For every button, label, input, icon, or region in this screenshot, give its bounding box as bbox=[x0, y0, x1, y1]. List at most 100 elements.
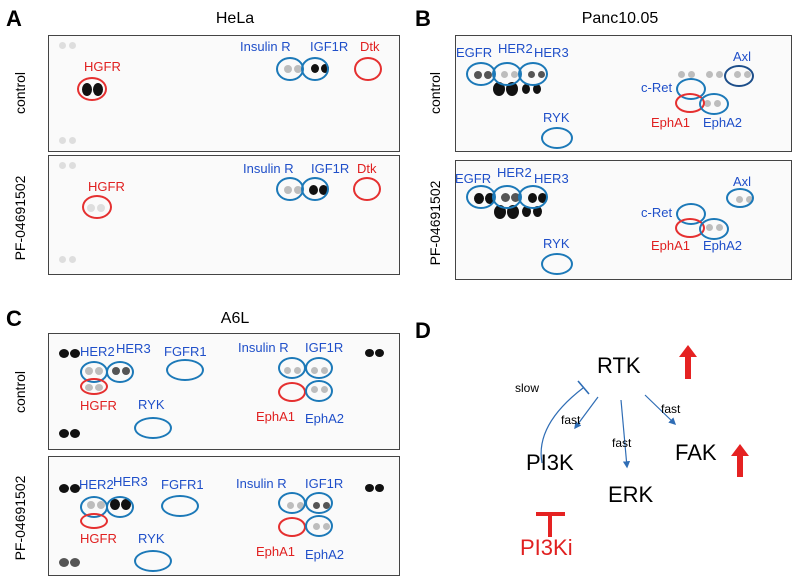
panel-c-treated-fgfr1-ring bbox=[161, 495, 199, 517]
panel-c-control-hgfr-ring bbox=[80, 378, 108, 395]
panel-c-treated-epha2-label: EphA2 bbox=[305, 547, 345, 562]
panel-a-treated-blot bbox=[48, 155, 400, 275]
panel-a-row-label-treated: PF-04691502 bbox=[12, 175, 28, 261]
edge-label-fast-erk: fast bbox=[612, 436, 632, 450]
panel-c-control-hgfr-label: HGFR bbox=[80, 398, 117, 413]
panel-a-letter: A bbox=[6, 6, 22, 31]
panel-a-control-dtk-ring bbox=[354, 57, 382, 81]
panel-c-treated-epha1-label: EphA1 bbox=[256, 544, 296, 559]
panel-a-control-dtk-label: Dtk bbox=[360, 39, 380, 54]
panel-c-treated-insulin-r-ring bbox=[278, 492, 306, 514]
panel-c-title: A6L bbox=[220, 310, 250, 327]
panel-b-letter: B bbox=[415, 6, 431, 31]
panel-c-treated-igf1r-label: IGF1R bbox=[305, 476, 344, 491]
panel-b-treated-axl-ring bbox=[726, 188, 754, 208]
panel-c-treated-hgfr-ring bbox=[80, 513, 108, 529]
panel-c-control-epha2-label: EphA2 bbox=[305, 411, 345, 426]
panel-a-control-hgfr-label: HGFR bbox=[84, 59, 121, 74]
panel-c-treated-ryk-label: RYK bbox=[138, 531, 165, 546]
fak-up-arrow bbox=[731, 444, 749, 477]
panel-c-row-label-control: control bbox=[12, 370, 28, 414]
panel-c-letter: C bbox=[6, 306, 22, 331]
panel-c-control-insulin-r-label: Insulin R bbox=[238, 340, 289, 355]
panel-b-treated-her3-ring bbox=[518, 185, 548, 209]
panel-a-treated-hgfr-ring bbox=[82, 195, 112, 219]
panel-b-row-label-treated: PF-04691502 bbox=[427, 180, 443, 266]
panel-b-treated-epha1-label: EphA1 bbox=[651, 238, 691, 253]
panel-b-control-her2-label: HER2 bbox=[498, 41, 533, 56]
panel-c-control-her2-label: HER2 bbox=[80, 344, 115, 359]
panel-d-letter: D bbox=[415, 318, 431, 343]
panel-b-control-her3-label: HER3 bbox=[534, 45, 569, 60]
pi3ki-node: PI3Ki bbox=[520, 535, 573, 560]
panel-c-control-her3-label: HER3 bbox=[116, 341, 151, 356]
erk-node: ERK bbox=[608, 482, 654, 507]
panel-a-control-blot bbox=[48, 35, 400, 152]
fak-node: FAK bbox=[675, 440, 717, 465]
panel-c-treated-her2-label: HER2 bbox=[79, 477, 114, 492]
panel-b-treated-ryk-ring bbox=[541, 253, 573, 275]
panel-b-treated-her2-label: HER2 bbox=[497, 165, 532, 180]
panel-c-control-fgfr1-ring bbox=[166, 359, 204, 381]
panel-c-treated-her3-label: HER3 bbox=[113, 474, 148, 489]
panel-c-control-igf1r-ring bbox=[305, 357, 333, 379]
panel-b-treated-epha2-label: EphA2 bbox=[703, 238, 743, 253]
panel-a-treated-dtk-label: Dtk bbox=[357, 161, 377, 176]
panel-b-treated-epha2-ring bbox=[699, 218, 729, 240]
panel-c-control-ryk-ring bbox=[134, 417, 172, 439]
panel-a-control-igf1r-label: IGF1R bbox=[310, 39, 349, 54]
panel-a-treated-insulin-r-ring bbox=[276, 177, 304, 201]
arrow-rtk-to-pi3k bbox=[574, 396, 599, 430]
panel-c-treated-epha2-ring bbox=[305, 515, 333, 537]
panel-c-treated-blot bbox=[48, 456, 400, 576]
panel-c-control-fgfr1-label: FGFR1 bbox=[164, 344, 207, 359]
panel-a-treated-igf1r-label: IGF1R bbox=[311, 161, 350, 176]
panel-c-control-insulin-r-ring bbox=[278, 357, 306, 379]
panel-a-title: HeLa bbox=[215, 10, 255, 27]
panel-a-row-label-control: control bbox=[12, 71, 28, 115]
panel-a-control-hgfr-ring bbox=[77, 77, 107, 101]
panel-c-treated-ryk-ring bbox=[134, 550, 172, 572]
panel-b-control-axl-label: Axl bbox=[733, 49, 752, 64]
panel-b-control-ryk-label: RYK bbox=[543, 110, 570, 125]
panel-c-control-igf1r-label: IGF1R bbox=[305, 340, 344, 355]
panel-b-control-egfr-label: EGFR bbox=[456, 45, 493, 60]
panel-c-treated-igf1r-ring bbox=[305, 492, 333, 514]
panel-c-control-epha1-ring bbox=[278, 382, 306, 402]
panel-a-treated-igf1r-ring bbox=[301, 177, 329, 201]
panel-a-treated-dtk-ring bbox=[353, 177, 381, 201]
panel-a-control-igf1r-ring bbox=[301, 57, 329, 81]
slow-feedback-bar bbox=[577, 380, 590, 395]
panel-c-control-ryk-label: RYK bbox=[138, 397, 165, 412]
arrow-rtk-to-erk bbox=[620, 399, 631, 469]
edge-label-fast-pi3k: fast bbox=[561, 413, 581, 427]
edge-label-fast-fak: fast bbox=[661, 402, 681, 416]
panel-b-control-cret-label: c-Ret bbox=[641, 80, 673, 95]
panel-b-control-axl-ring bbox=[724, 65, 754, 87]
panel-b-treated-cret-label: c-Ret bbox=[641, 205, 673, 220]
panel-c-treated-epha1-ring bbox=[278, 517, 306, 537]
panel-b-row-label-control: control bbox=[427, 71, 443, 115]
arrow-rtk-to-fak bbox=[644, 394, 677, 426]
panel-b-treated-egfr-label: EGFR bbox=[455, 171, 492, 186]
panel-b-control-epha1-label: EphA1 bbox=[651, 115, 691, 130]
panel-a-treated-insulin-r-label: Insulin R bbox=[243, 161, 294, 176]
edge-label-slow: slow bbox=[515, 381, 540, 395]
rtk-node: RTK bbox=[597, 353, 641, 378]
panel-d-pathway-diagram bbox=[536, 345, 749, 537]
panel-b-treated-her3-label: HER3 bbox=[534, 171, 569, 186]
panel-c-control-her3-ring bbox=[106, 361, 134, 383]
panel-a-treated-hgfr-label: HGFR bbox=[88, 179, 125, 194]
slow-feedback-arc bbox=[540, 387, 584, 464]
panel-b-control-ryk-ring bbox=[541, 127, 573, 149]
panel-c-treated-her3-ring bbox=[106, 496, 134, 518]
panel-c-treated-insulin-r-label: Insulin R bbox=[236, 476, 287, 491]
panel-c-row-label-treated: PF-04691502 bbox=[12, 475, 28, 561]
panel-a-control-insulin-r-ring bbox=[276, 57, 304, 81]
panel-b-control-her3-ring bbox=[518, 62, 548, 86]
panel-c-control-epha1-label: EphA1 bbox=[256, 409, 296, 424]
panel-b-treated-axl-label: Axl bbox=[733, 174, 752, 189]
pi3k-node: PI3K bbox=[526, 450, 574, 475]
panel-b-control-epha2-ring bbox=[699, 93, 729, 115]
panel-b-control-epha2-label: EphA2 bbox=[703, 115, 743, 130]
